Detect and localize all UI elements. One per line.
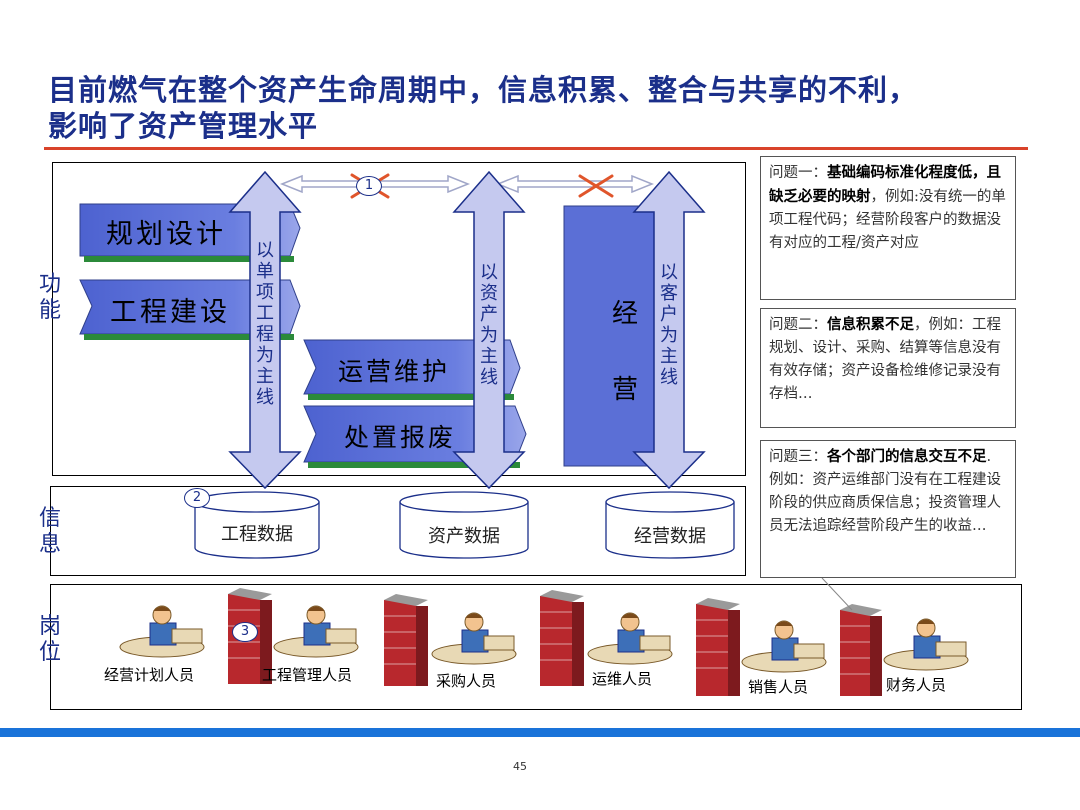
callout-line — [822, 578, 852, 610]
marker-2: 2 — [184, 488, 210, 508]
staff-label: 工程管理人员 — [262, 664, 352, 685]
problem-3-bold: 各个部门的信息交互不足 — [827, 448, 987, 465]
function-business-label: 经营 — [612, 276, 638, 428]
staff-label: 财务人员 — [886, 674, 946, 695]
business-shape — [564, 206, 656, 466]
staff-label: 经营计划人员 — [104, 664, 194, 685]
function-build-label: 工程建设 — [110, 290, 230, 329]
problem-2-prefix: 问题二： — [769, 317, 827, 333]
db-business-label: 经营数据 — [605, 522, 735, 548]
function-operate-label: 运营维护 — [338, 352, 450, 388]
arrow-label-asset: 以资产为主线 — [478, 262, 500, 388]
problem-1-prefix: 问题一： — [769, 165, 827, 181]
db-asset-label: 资产数据 — [399, 522, 529, 548]
problem-box-1: 问题一：基础编码标准化程度低，且缺乏必要的映射，例如:没有统一的单项工程代码；经… — [760, 156, 1016, 300]
staff-label: 销售人员 — [748, 676, 808, 697]
staff-label: 运维人员 — [592, 668, 652, 689]
problem-box-2: 问题二：信息积累不足，例如：工程规划、设计、采购、结算等信息没有有效存储；资产设… — [760, 308, 1016, 428]
arrow-label-project: 以单项工程为主线 — [254, 240, 276, 408]
function-dispose-label: 处置报废 — [344, 418, 456, 454]
footer-bar — [0, 728, 1080, 737]
function-plan-label: 规划设计 — [106, 212, 226, 251]
page-number: 45 — [500, 760, 540, 773]
marker-1: 1 — [356, 176, 382, 196]
db-engineering-label: 工程数据 — [192, 520, 322, 546]
staff-label: 采购人员 — [436, 670, 496, 691]
problem-box-3: 问题三：各个部门的信息交互不足. 例如：资产运维部门没有在工程建设阶段的供应商质… — [760, 440, 1016, 578]
arrow-label-customer: 以客户为主线 — [658, 262, 680, 388]
marker-3: 3 — [232, 622, 258, 642]
problem-2-bold: 信息积累不足 — [827, 316, 914, 333]
problem-3-prefix: 问题三： — [769, 449, 827, 465]
